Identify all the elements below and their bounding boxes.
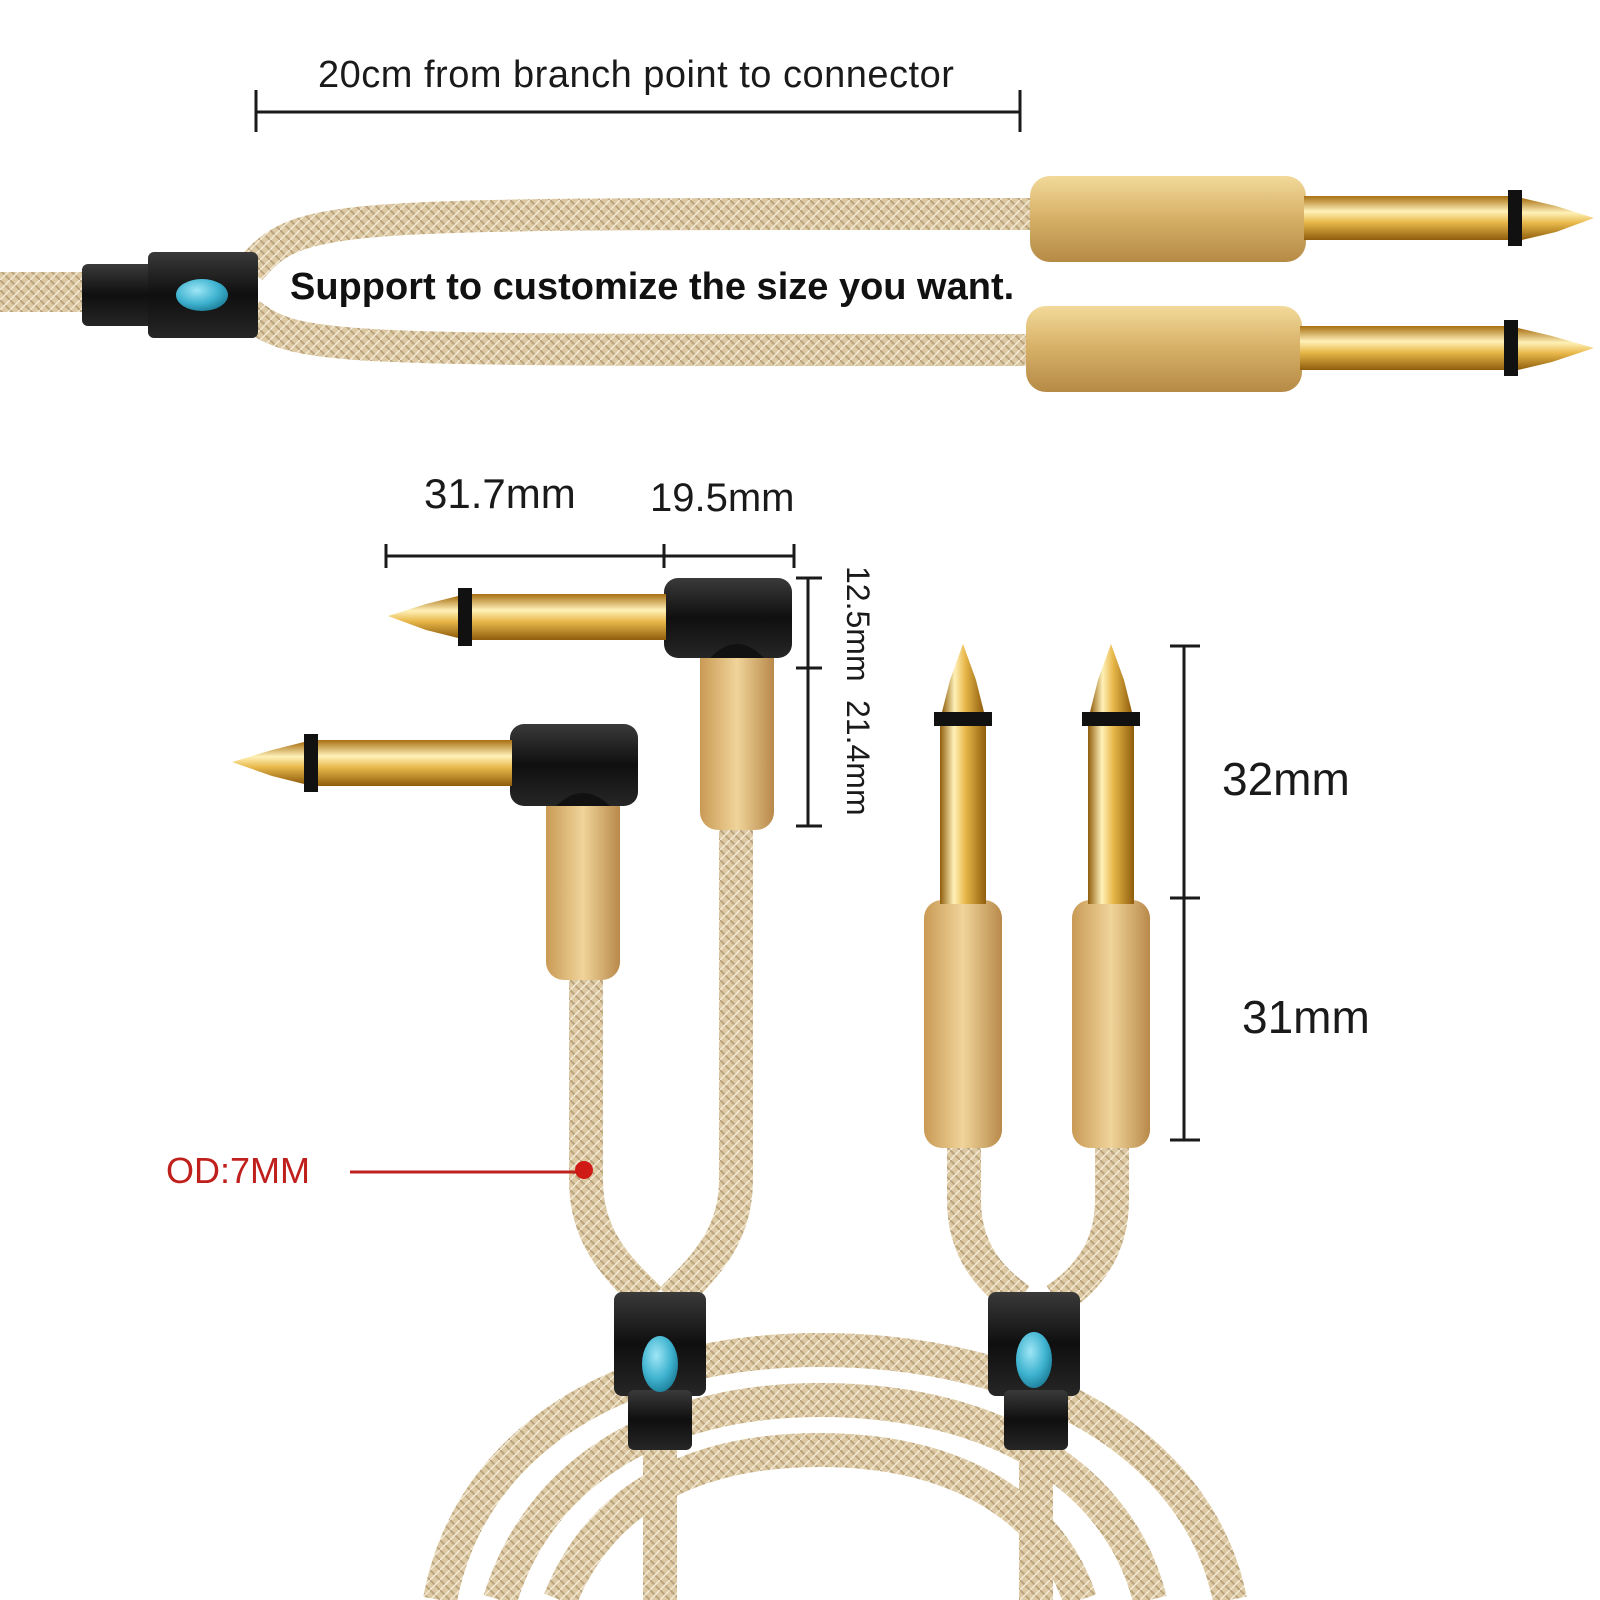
top-splitter (82, 252, 258, 338)
outer-diameter-label: OD:7MM (166, 1150, 310, 1191)
splitter-right-indicator-icon (1016, 1332, 1052, 1388)
dimension-lines-straight (1170, 644, 1200, 1142)
branch-length-label: 20cm from branch point to connector (318, 54, 955, 96)
housing-width-label: 19.5mm (650, 476, 795, 520)
splitter-right (988, 1292, 1080, 1450)
barrel-length-label: 31mm (1242, 991, 1370, 1043)
od-marker (350, 1161, 593, 1179)
splitter-left-indicator-icon (642, 1336, 678, 1392)
customize-note: Support to customize the size you want. (290, 266, 1015, 308)
right-angle-plug-rear (388, 578, 792, 830)
top-plug-lower (1026, 306, 1594, 392)
right-angle-plug-front (232, 724, 638, 980)
sleeve-length-label: 21.4mm (840, 700, 876, 816)
top-dimension-line (254, 90, 1022, 132)
splitter-left (614, 1292, 706, 1450)
coiled-cable (423, 1332, 1247, 1600)
straight-plug-left (924, 644, 1002, 1148)
straight-plug-right (1072, 644, 1150, 1148)
top-cable (0, 197, 1041, 367)
top-plug-upper (1030, 176, 1594, 262)
housing-height-label: 12.5mm (840, 566, 876, 682)
shaft-length-label: 31.7mm (424, 470, 576, 517)
splitter-indicator-icon (176, 279, 228, 311)
plug-length-label: 32mm (1222, 753, 1350, 805)
dimension-lines-right-angle (384, 544, 822, 828)
